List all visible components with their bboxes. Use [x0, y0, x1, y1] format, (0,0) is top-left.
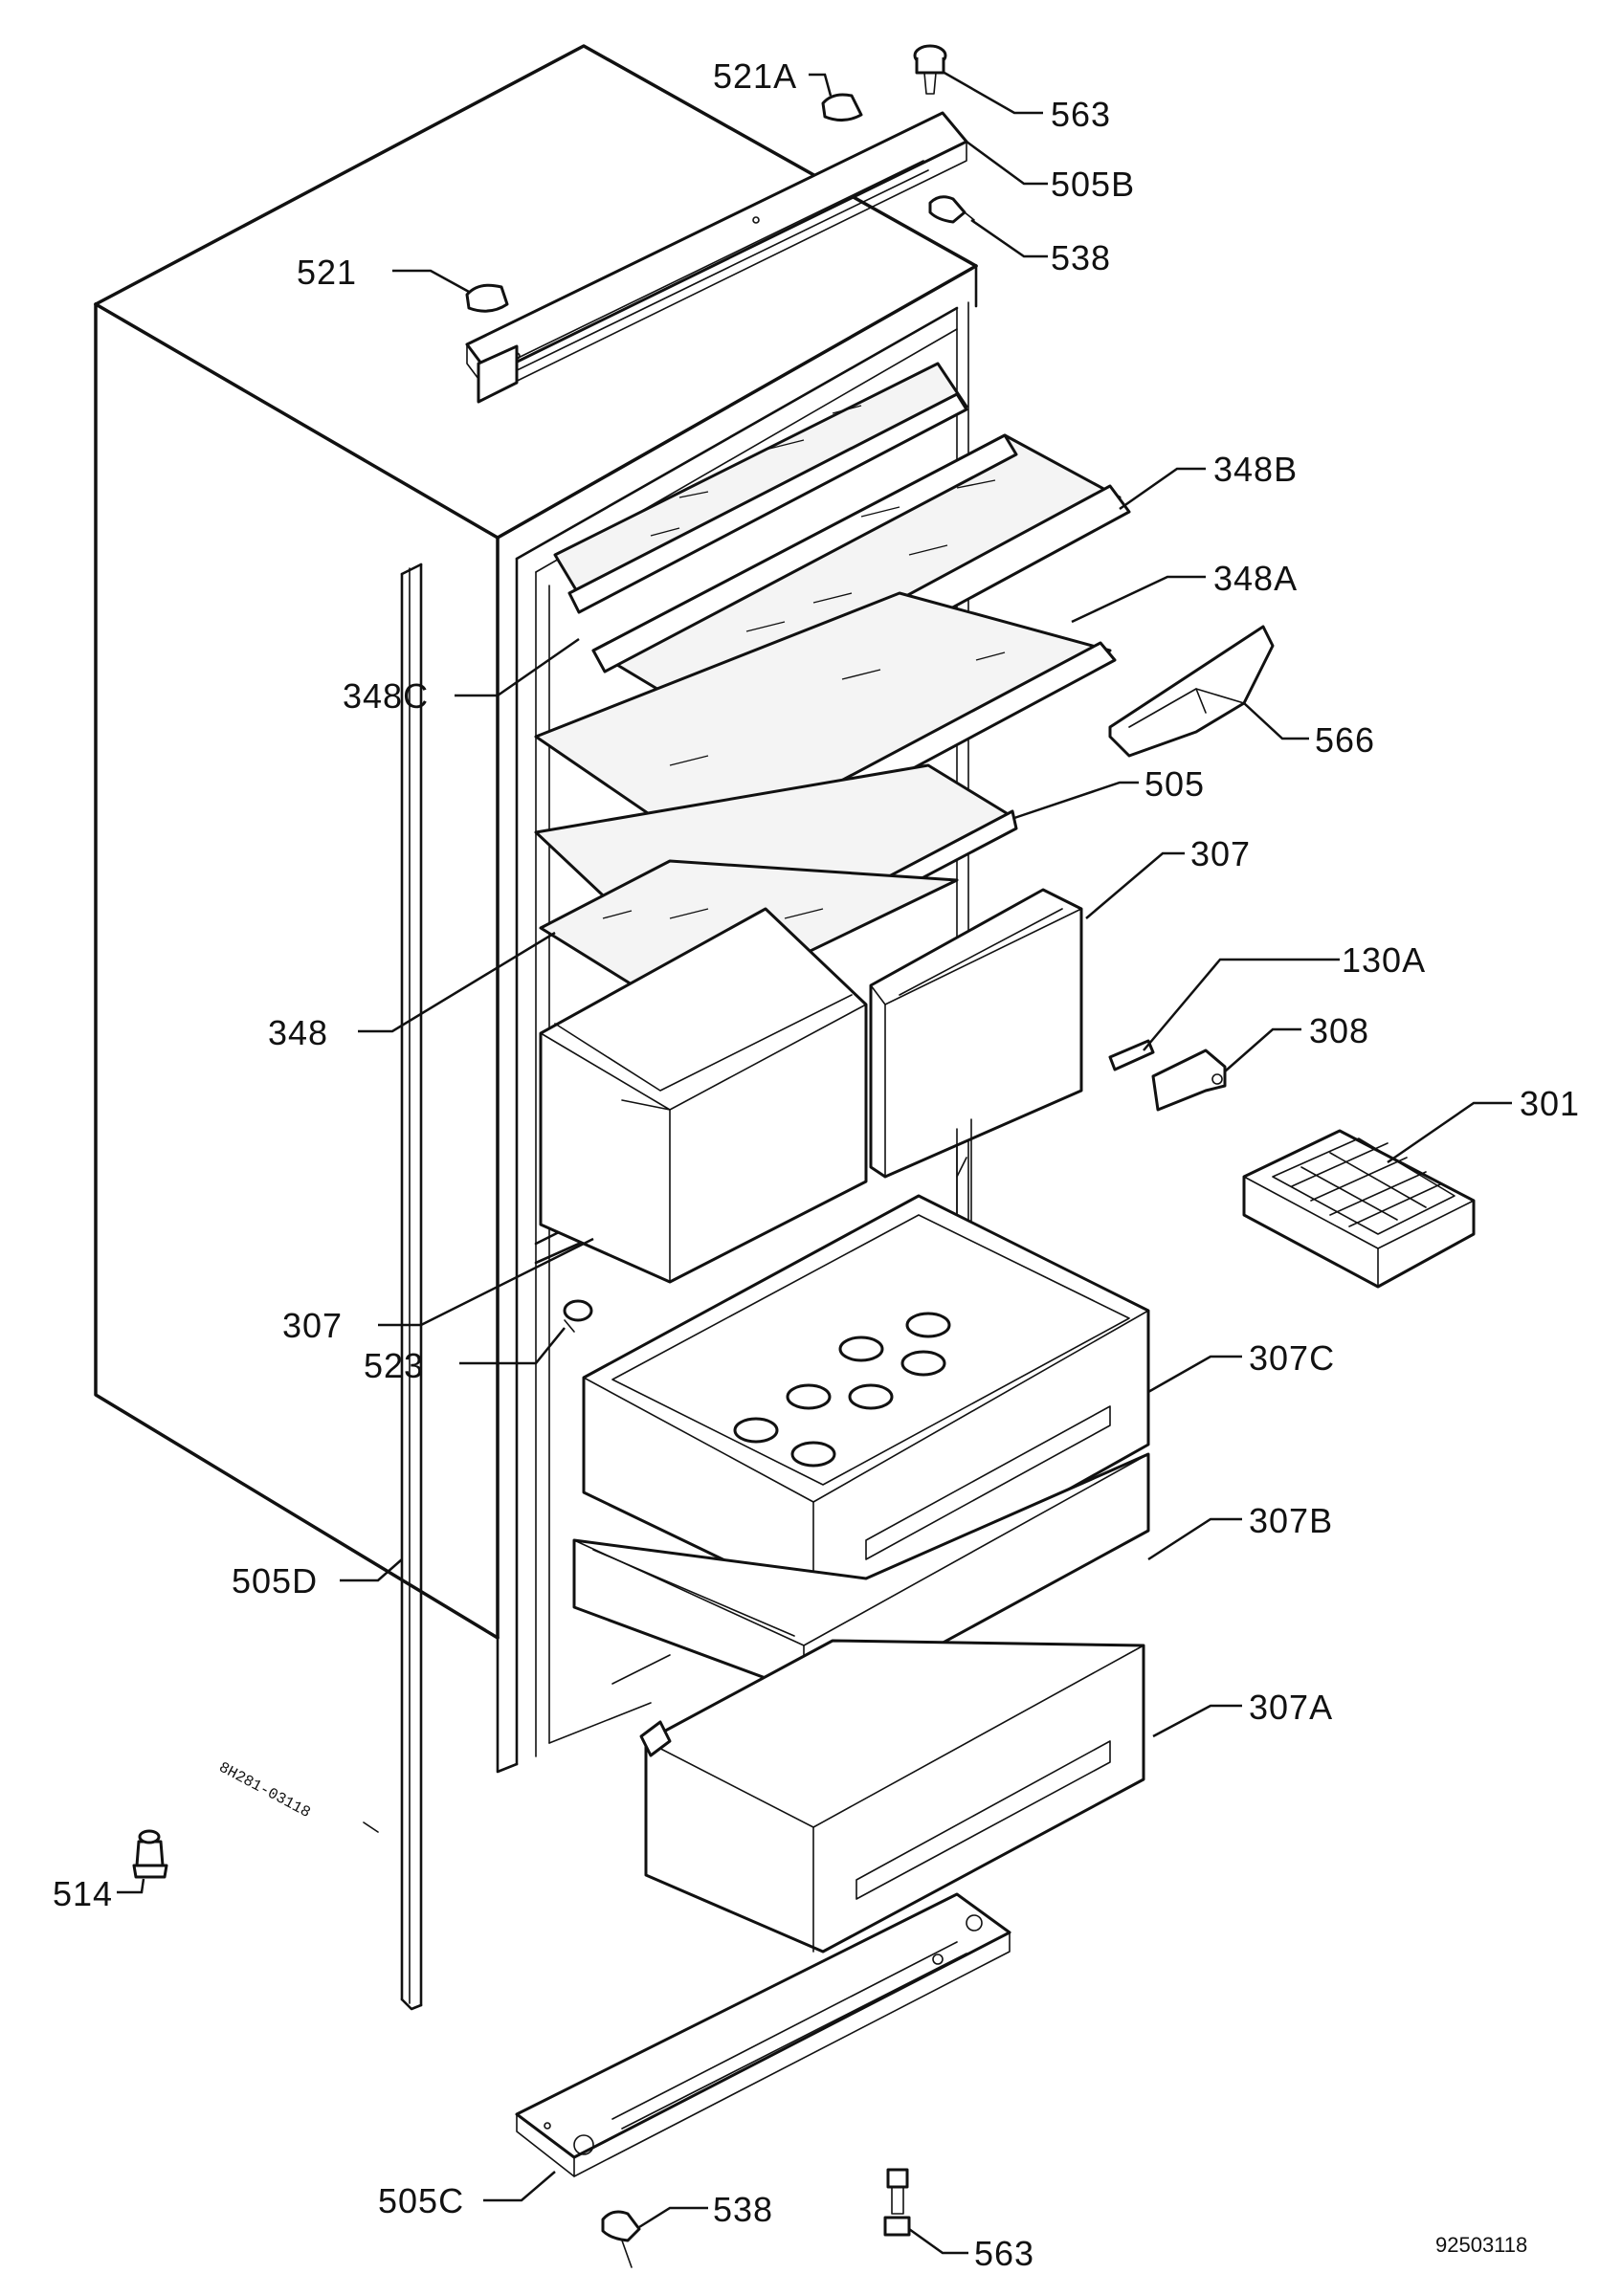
callout-563-top: 563 — [1051, 95, 1111, 134]
plug-523-icon — [563, 1299, 593, 1333]
screw-563-top-icon — [913, 44, 947, 95]
ice-tray-301-icon — [1242, 1129, 1476, 1289]
callout-538-top: 538 — [1051, 238, 1111, 277]
callout-301: 301 — [1520, 1084, 1580, 1123]
callout-348a: 348A — [1213, 559, 1298, 598]
shelf-348c — [553, 362, 968, 614]
cover-521-icon — [465, 283, 509, 313]
callout-307-left: 307 — [282, 1306, 343, 1345]
callout-307c: 307C — [1249, 1338, 1335, 1378]
vent-holes-icon — [733, 1312, 951, 1468]
callout-566: 566 — [1315, 720, 1375, 760]
callout-514: 514 — [53, 1874, 113, 1913]
callout-130a: 130A — [1342, 940, 1426, 980]
leader-lines — [117, 70, 1512, 2255]
callout-348: 348 — [268, 1013, 328, 1052]
callout-563-bottom: 563 — [974, 2234, 1034, 2273]
callout-307-top: 307 — [1190, 834, 1251, 873]
callout-523: 523 — [364, 1346, 424, 1385]
side-mark: 8H281-03118 — [216, 1759, 314, 1821]
screw-563-bottom-icon — [883, 2168, 911, 2237]
drawer-307c — [582, 1194, 1150, 1619]
hinge-pin-538-top-icon — [928, 195, 967, 224]
part-566-icon — [1108, 625, 1275, 758]
callout-505b: 505B — [1051, 165, 1135, 204]
cover-521a-icon — [821, 93, 863, 121]
callout-521: 521 — [297, 253, 357, 292]
crisper-307-left — [539, 907, 868, 1284]
callout-348c: 348C — [343, 676, 429, 716]
callout-505c: 505C — [378, 2181, 464, 2220]
bottom-hinge — [515, 1892, 1011, 2177]
callout-labels: 521A 563 505B 538 521 348B 348A 348C 566… — [53, 56, 1580, 2273]
crisper-307-right — [869, 888, 1083, 1179]
foot-514-icon — [132, 1829, 168, 1879]
part-308-icon — [1151, 1049, 1227, 1112]
callout-521a: 521A — [713, 56, 797, 96]
callout-307b: 307B — [1249, 1501, 1333, 1540]
part-130a-icon — [1108, 1039, 1155, 1071]
callout-307a: 307A — [1249, 1688, 1333, 1727]
callout-308: 308 — [1309, 1011, 1369, 1050]
callout-348b: 348B — [1213, 450, 1298, 489]
hinge-pin-538-bottom-icon — [601, 2210, 641, 2268]
top-hinge — [465, 44, 975, 404]
drawer-307a — [639, 1639, 1145, 1954]
callout-505d: 505D — [232, 1561, 318, 1601]
drawing-code: 92503118 — [1435, 2233, 1527, 2257]
callout-505: 505 — [1144, 764, 1205, 804]
callout-538-bottom: 538 — [713, 2190, 773, 2229]
